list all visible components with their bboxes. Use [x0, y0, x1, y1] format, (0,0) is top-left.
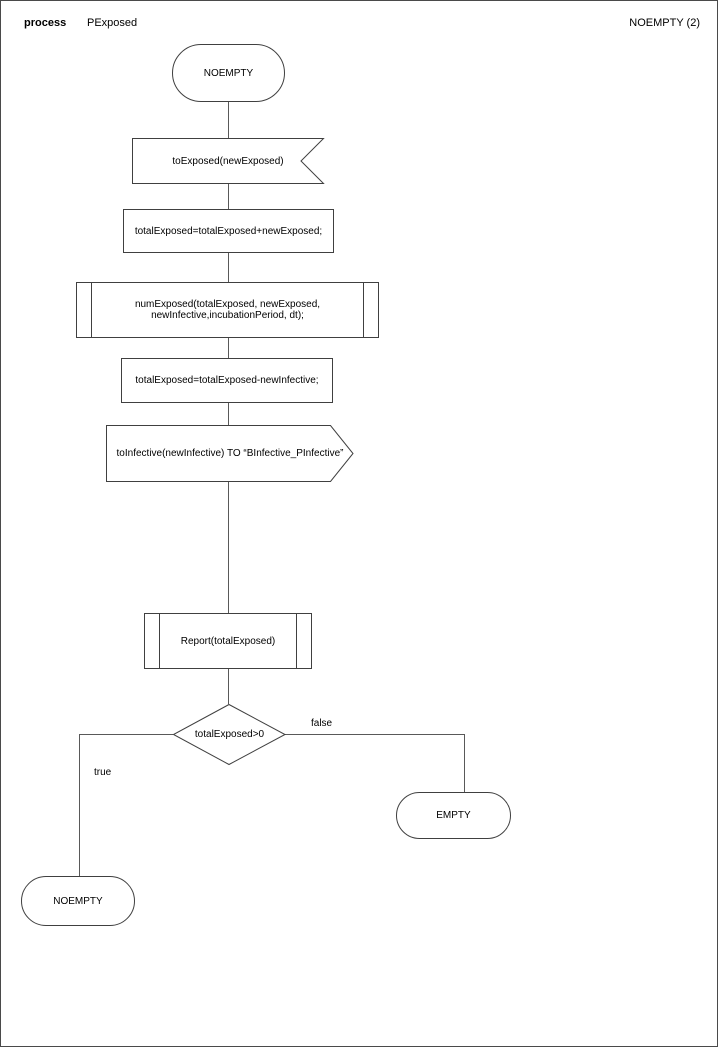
- node-assign-add-task: totalExposed=totalExposed+newExposed;: [123, 209, 334, 253]
- connector-true-horizontal: [79, 734, 173, 735]
- connector-false-horizontal: [285, 734, 465, 735]
- node-output-signal-shape: [106, 425, 354, 482]
- node-end-noempty-label: NOEMPTY: [53, 895, 103, 907]
- node-numexposed-label-line1: numExposed(totalExposed, newExposed,: [134, 299, 321, 310]
- output-signal-outline: [106, 425, 354, 482]
- subprocess-left-bar: [91, 283, 92, 337]
- node-report-label: Report(totalExposed): [180, 635, 276, 647]
- node-end-noempty-terminal: NOEMPTY: [21, 876, 135, 926]
- connector-output-to-report: [228, 482, 229, 613]
- connector-false-vertical: [464, 734, 465, 792]
- header-page-ref: NOEMPTY (2): [629, 17, 700, 29]
- connector-start-to-input: [228, 102, 229, 138]
- node-assign-add-label: totalExposed=totalExposed+newExposed;: [134, 225, 323, 237]
- node-report-subprocess: Report(totalExposed): [144, 613, 312, 669]
- node-end-empty-label: EMPTY: [436, 810, 471, 821]
- connector-assign-sub-to-output: [228, 403, 229, 425]
- node-assign-sub-task: totalExposed=totalExposed-newInfective;: [121, 358, 333, 403]
- node-numexposed-label-line2: newInfective,incubationPeriod, dt);: [151, 310, 304, 321]
- node-assign-sub-label: totalExposed=totalExposed-newInfective;: [135, 375, 319, 386]
- decision-outline: [172, 703, 287, 766]
- connector-true-vertical: [79, 734, 80, 876]
- header-diagram-name: PExposed: [87, 17, 138, 29]
- node-output-label: toInfective(newInfective) TO “BInfective…: [116, 448, 344, 459]
- edge-label-true: true: [94, 767, 112, 778]
- connector-numexposed-to-assign-sub: [228, 338, 229, 359]
- node-input-label: toExposed(newExposed): [172, 155, 284, 167]
- edge-label-false: false: [311, 718, 333, 729]
- subprocess-left-bar: [159, 614, 160, 668]
- connector-assign-add-to-numexposed: [228, 253, 229, 282]
- node-start-label: NOEMPTY: [203, 67, 254, 79]
- connector-input-to-assign-add: [228, 183, 229, 209]
- node-input-signal-shape: [132, 138, 325, 184]
- node-numexposed-subprocess: numExposed(totalExposed, newExposed, new…: [76, 282, 379, 338]
- subprocess-right-bar: [363, 283, 364, 337]
- node-end-empty-terminal: EMPTY: [396, 792, 511, 839]
- node-decision-label: totalExposed>0: [194, 729, 265, 740]
- node-start-terminal: NOEMPTY: [172, 44, 285, 102]
- connector-report-to-decision: [228, 669, 229, 704]
- subprocess-right-bar: [296, 614, 297, 668]
- input-signal-outline: [132, 138, 325, 184]
- node-decision-diamond: [172, 703, 287, 766]
- header-process-label: process: [24, 17, 67, 29]
